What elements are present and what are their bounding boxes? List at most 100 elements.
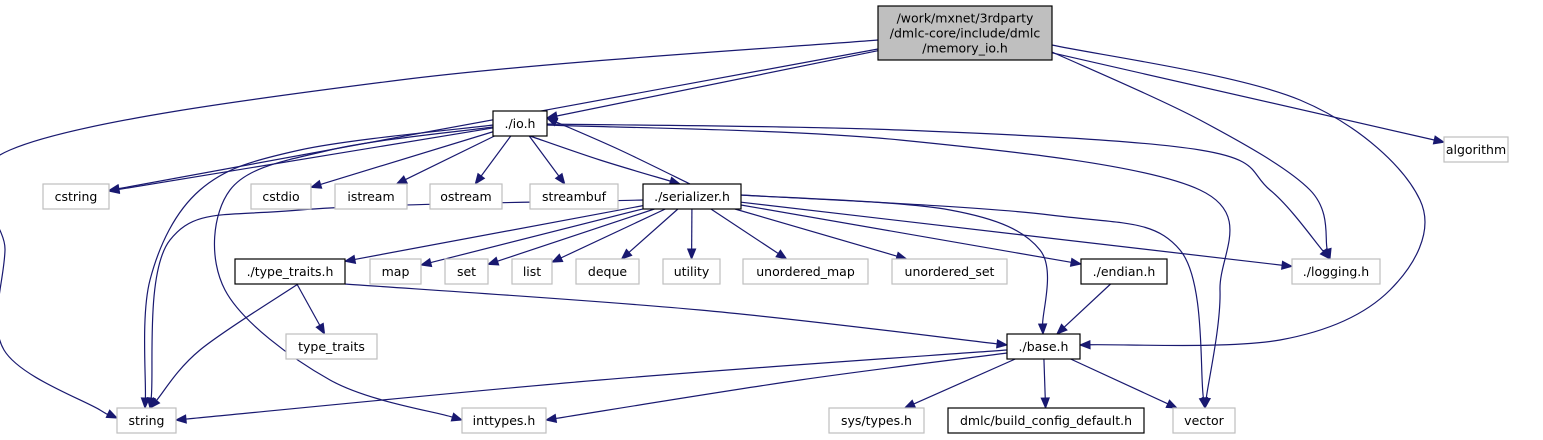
arrowhead-icon (1055, 323, 1068, 335)
edge-line (150, 199, 644, 399)
edge-line (628, 208, 679, 253)
edge-line (1051, 51, 1328, 250)
node-box[interactable] (492, 110, 548, 137)
edge-io-to-istream (395, 135, 495, 185)
node-utility: utility (662, 258, 721, 285)
edge-line (740, 201, 1283, 266)
edge-serializer-to-endian (740, 204, 1083, 267)
node-deque: deque (575, 258, 640, 285)
edge-line (528, 135, 560, 177)
node-box[interactable] (1080, 258, 1168, 285)
arrowhead-icon (1040, 397, 1050, 410)
node-map: map (369, 258, 422, 285)
node-istream: istream (334, 183, 408, 210)
edge-memory_io-to-base (1051, 44, 1426, 350)
node-endian[interactable]: ./endian.h (1080, 258, 1168, 285)
node-label: streambuf (542, 189, 607, 204)
node-unordered-map: unordered_map (742, 258, 869, 285)
edge-line (156, 283, 299, 401)
edge-line (734, 208, 898, 257)
arrowhead-icon (1069, 257, 1083, 267)
arrowhead-icon (1432, 135, 1446, 145)
node-label: cstring (55, 189, 98, 204)
node-label: ./io.h (505, 116, 536, 131)
arrowhead-icon (996, 339, 1009, 349)
edge-line (710, 208, 779, 254)
node-set: set (444, 258, 489, 285)
node-box[interactable] (234, 258, 346, 285)
arrowhead-icon (315, 322, 326, 336)
node-label: sys/types.h (841, 413, 912, 428)
edge-line (296, 283, 321, 326)
node-string: string (116, 407, 177, 434)
node-box (369, 258, 422, 285)
node-type-traits: type_traits (285, 333, 378, 360)
arrowhead-icon (174, 414, 187, 424)
arrowhead-icon (554, 172, 566, 186)
node-label: string (129, 413, 165, 428)
arrowhead-icon (545, 117, 559, 127)
edge-line (405, 135, 495, 181)
node-streambuf: streambuf (529, 183, 619, 210)
edge-base-to-sys_types (903, 358, 1016, 409)
edge-line (143, 124, 494, 399)
node-box (42, 183, 110, 210)
arrowhead-icon (1165, 399, 1179, 409)
node-label: ./endian.h (1093, 264, 1156, 279)
edge-serializer-to-string (146, 199, 644, 410)
node-box[interactable] (947, 407, 1145, 434)
node-label: deque (588, 264, 627, 279)
node-box[interactable] (642, 183, 742, 210)
arrowhead-icon (775, 249, 788, 260)
node-box (116, 407, 177, 434)
edge-serializer-to-deque (620, 208, 679, 260)
edge-line (1051, 52, 1435, 141)
edge-io-to-streambuf (528, 135, 566, 186)
node-box (742, 258, 869, 285)
edge-line (555, 121, 691, 185)
edge-line (118, 127, 494, 191)
edge-memory_io-to-logging (1051, 51, 1332, 261)
node-serializer[interactable]: ./serializer.h (642, 183, 742, 210)
node-logging: ./logging.h (1291, 258, 1381, 285)
edge-endian-to-base (1055, 283, 1111, 335)
arrowhead-icon (419, 257, 433, 268)
edge-line (740, 204, 1072, 263)
edge-line (1063, 283, 1111, 328)
edge-line (344, 283, 998, 345)
node-box (891, 258, 1008, 285)
arrowhead-icon (620, 248, 633, 260)
node-base[interactable]: ./base.h (1006, 333, 1081, 360)
node-cstdio: cstdio (250, 183, 312, 210)
edge-line (529, 135, 671, 182)
edge-line (555, 352, 1008, 420)
edge-base-to-vector (1070, 358, 1179, 409)
node-box[interactable] (1006, 333, 1081, 360)
node-build-config[interactable]: dmlc/build_config_default.h (947, 407, 1145, 434)
edge-io-to-cstring (107, 127, 494, 195)
edge-type_traits_h-to-type_traits (296, 283, 326, 336)
node-label: ostream (440, 189, 491, 204)
edge-line (354, 205, 644, 260)
node-label: unordered_set (905, 264, 995, 279)
node-algorithm: algorithm (1443, 136, 1509, 163)
node-unordered-set: unordered_set (891, 258, 1008, 285)
node-label: type_traits (298, 339, 365, 354)
node-box (1291, 258, 1381, 285)
edge-line (740, 194, 1205, 399)
arrowhead-icon (309, 179, 323, 189)
node-cstring: cstring (42, 183, 110, 210)
node-label: ./logging.h (1303, 264, 1369, 279)
arrowhead-icon (486, 256, 500, 266)
node-memory-io[interactable]: /work/mxnet/3rdparty/dmlc-core/include/d… (877, 5, 1053, 61)
node-vector: vector (1172, 407, 1236, 434)
node-io[interactable]: ./io.h (492, 110, 548, 137)
edge-io-to-logging (546, 123, 1331, 261)
edge-line (480, 135, 512, 177)
node-box[interactable] (877, 5, 1053, 61)
node-box (511, 258, 553, 285)
node-type-traits-h[interactable]: ./type_traits.h (234, 258, 346, 285)
arrowhead-icon (107, 184, 121, 195)
node-box (461, 407, 547, 434)
arrowhead-icon (1319, 247, 1331, 261)
